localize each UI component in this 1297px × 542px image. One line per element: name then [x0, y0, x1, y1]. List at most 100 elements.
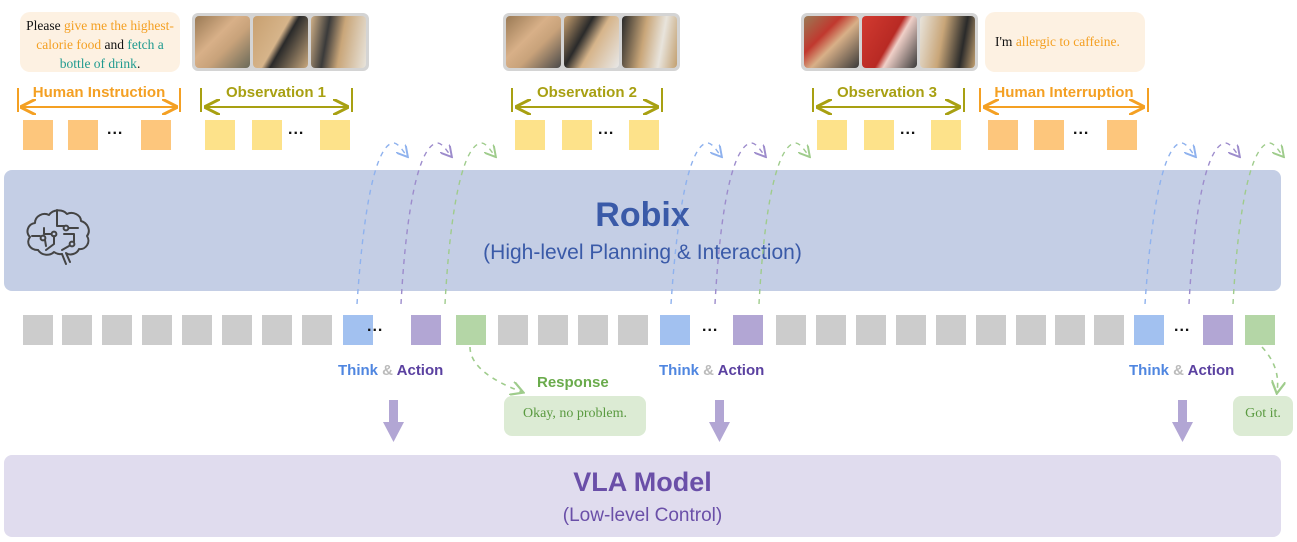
- ellipsis: ...: [107, 121, 124, 138]
- ellipsis: ...: [367, 318, 384, 335]
- response-feedback-arrow: [1232, 142, 1283, 305]
- observation-2-frames: [503, 13, 680, 71]
- action-label: Action: [1187, 362, 1235, 379]
- context-token: [856, 315, 886, 345]
- observation-token: [562, 120, 592, 150]
- action-feedback-arrow: [400, 142, 451, 305]
- observation-token: [515, 120, 545, 150]
- amp-label: &: [1173, 362, 1185, 379]
- context-token: [302, 315, 332, 345]
- observation-token: [817, 120, 847, 150]
- think-token: [1134, 315, 1164, 345]
- context-token: [142, 315, 172, 345]
- observation-1-span: [200, 88, 353, 112]
- robix-model-block: Robix (High-level Planning & Interaction…: [4, 170, 1281, 291]
- action-token: [411, 315, 441, 345]
- instruction-text-plain: Please: [26, 18, 64, 33]
- think-feedback-arrow: [1144, 142, 1195, 305]
- context-token: [896, 315, 926, 345]
- interruption-token: [988, 120, 1018, 150]
- context-token: [578, 315, 608, 345]
- context-token: [222, 315, 252, 345]
- context-token: [976, 315, 1006, 345]
- down-arrow-icon: [1172, 400, 1193, 442]
- action-feedback-arrow: [714, 142, 765, 305]
- response-token: [1245, 315, 1275, 345]
- human-instruction-bubble: Please give me the highest-calorie food …: [20, 12, 180, 72]
- observation-2-label: Observation 2: [536, 84, 638, 101]
- observation-2-span: [511, 88, 663, 112]
- down-arrow-icon: [383, 400, 404, 442]
- think-action-label: Think & Action: [659, 362, 764, 379]
- vla-title: VLA Model: [573, 467, 712, 497]
- think-label: Think: [1129, 362, 1169, 379]
- context-token: [538, 315, 568, 345]
- observation-token: [320, 120, 350, 150]
- response-feedback-arrow: [758, 142, 809, 305]
- frame-table-overview: [195, 16, 250, 68]
- think-action-label: Think & Action: [1129, 362, 1234, 379]
- interruption-token: [1107, 120, 1137, 150]
- think-feedback-arrow: [356, 142, 407, 305]
- observation-token: [252, 120, 282, 150]
- context-token: [262, 315, 292, 345]
- human-instruction-label: Human Instruction: [32, 84, 166, 101]
- action-label: Action: [396, 362, 444, 379]
- robix-subtitle: (High-level Planning & Interaction): [483, 241, 802, 264]
- action-token: [1203, 315, 1233, 345]
- response-label: Response: [537, 374, 609, 391]
- vla-subtitle: (Low-level Control): [562, 505, 723, 526]
- context-token: [618, 315, 648, 345]
- observation-3-span: [812, 88, 965, 112]
- robix-title: Robix: [595, 196, 690, 234]
- human-interruption-bubble: I'm allergic to caffeine.: [985, 12, 1145, 72]
- response-token: [456, 315, 486, 345]
- interruption-text-plain: I'm: [995, 34, 1016, 49]
- amp-label: &: [382, 362, 394, 379]
- think-label: Think: [338, 362, 378, 379]
- instruction-text-plain: .: [136, 56, 141, 71]
- interruption-text-highlight: allergic to caffeine.: [1015, 34, 1120, 49]
- context-token: [1094, 315, 1124, 345]
- context-token: [62, 315, 92, 345]
- instruction-text-plain: and: [101, 37, 128, 52]
- context-token: [776, 315, 806, 345]
- human-interruption-label: Human Interruption: [994, 84, 1134, 101]
- instruction-token: [23, 120, 53, 150]
- response-feedback-arrow: [444, 142, 495, 305]
- action-label: Action: [717, 362, 765, 379]
- observation-token: [931, 120, 961, 150]
- ellipsis: ...: [1174, 318, 1191, 335]
- observation-token: [205, 120, 235, 150]
- instruction-text-highlight-teal: fetch a bottle of drink: [59, 37, 164, 71]
- ellipsis: ...: [900, 121, 917, 138]
- think-action-label: Think & Action: [338, 362, 443, 379]
- human-instruction-span: [17, 88, 181, 112]
- ellipsis: ...: [598, 121, 615, 138]
- frame-table-overview-cola: [804, 16, 859, 68]
- observation-3-frames: [801, 13, 978, 71]
- frame-table-overview: [506, 16, 561, 68]
- observation-1-label: Observation 1: [225, 84, 327, 101]
- instruction-token: [141, 120, 171, 150]
- ellipsis: ...: [702, 318, 719, 335]
- think-feedback-arrow: [670, 142, 721, 305]
- context-token: [23, 315, 53, 345]
- frame-red-can-closeup: [862, 16, 917, 68]
- frame-robot-arm-plate: [564, 16, 619, 68]
- observation-token: [629, 120, 659, 150]
- observation-token: [864, 120, 894, 150]
- amp-label: &: [703, 362, 715, 379]
- ellipsis: ...: [288, 121, 305, 138]
- down-arrow-icon: [709, 400, 730, 442]
- human-interruption-span: [979, 88, 1149, 112]
- think-token: [343, 315, 373, 345]
- instruction-text-highlight: give me the highest-calorie food: [36, 18, 174, 52]
- think-token: [660, 315, 690, 345]
- think-label: Think: [659, 362, 699, 379]
- context-token: [816, 315, 846, 345]
- context-token: [102, 315, 132, 345]
- frame-robot-arm-plate: [920, 16, 975, 68]
- ellipsis: ...: [1073, 121, 1090, 138]
